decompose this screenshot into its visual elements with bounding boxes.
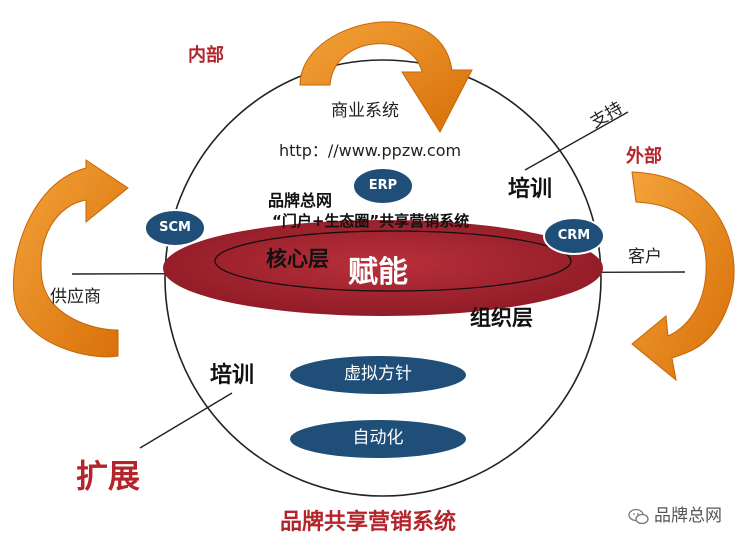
supplier-label: 供应商 [50, 287, 101, 307]
support-line [524, 111, 629, 171]
training-top-label: 培训 [508, 177, 553, 202]
erp-label: ERP [368, 178, 398, 193]
org-layer-label: 组织层 [470, 306, 533, 330]
automation-oval [290, 420, 466, 458]
core-inner-ring [214, 230, 572, 292]
expand-label: 扩展 [76, 457, 141, 495]
inner-label: 内部 [188, 45, 224, 66]
customer-label: 客户 [628, 247, 662, 267]
training-line [139, 392, 233, 449]
core-disc [163, 220, 603, 316]
crm-label: CRM [557, 228, 591, 243]
automation-label: 自动化 [352, 428, 404, 448]
scm-label: SCM [159, 220, 191, 235]
sphere-outline [164, 59, 602, 497]
watermark-label: 品牌总网 [654, 506, 722, 526]
business-system-label: 商业系统 [331, 101, 399, 121]
scm-node [144, 209, 206, 247]
erp-node [352, 167, 414, 205]
curved-arrow-icon-right [631, 171, 735, 382]
wechat-icon [628, 508, 649, 525]
brand-network-label: 品牌总网 [268, 191, 333, 210]
virtual-oval [290, 356, 466, 394]
curved-arrow-icon-top [299, 21, 473, 134]
url-label: http：//www.ppzw.com [279, 141, 462, 160]
outer-label: 外部 [626, 146, 662, 167]
training-bottom-label: 培训 [210, 363, 255, 388]
core-layer-label: 核心层 [266, 247, 329, 271]
portal-system-label: “门户+生态圈”共享营销系统 [272, 212, 470, 230]
crm-node [543, 217, 605, 255]
virtual-label: 虚拟方针 [344, 364, 412, 384]
empower-label: 赋能 [348, 255, 408, 290]
curved-arrow-icon-left [12, 159, 129, 358]
footer-title: 品牌共享营销系统 [280, 510, 457, 535]
